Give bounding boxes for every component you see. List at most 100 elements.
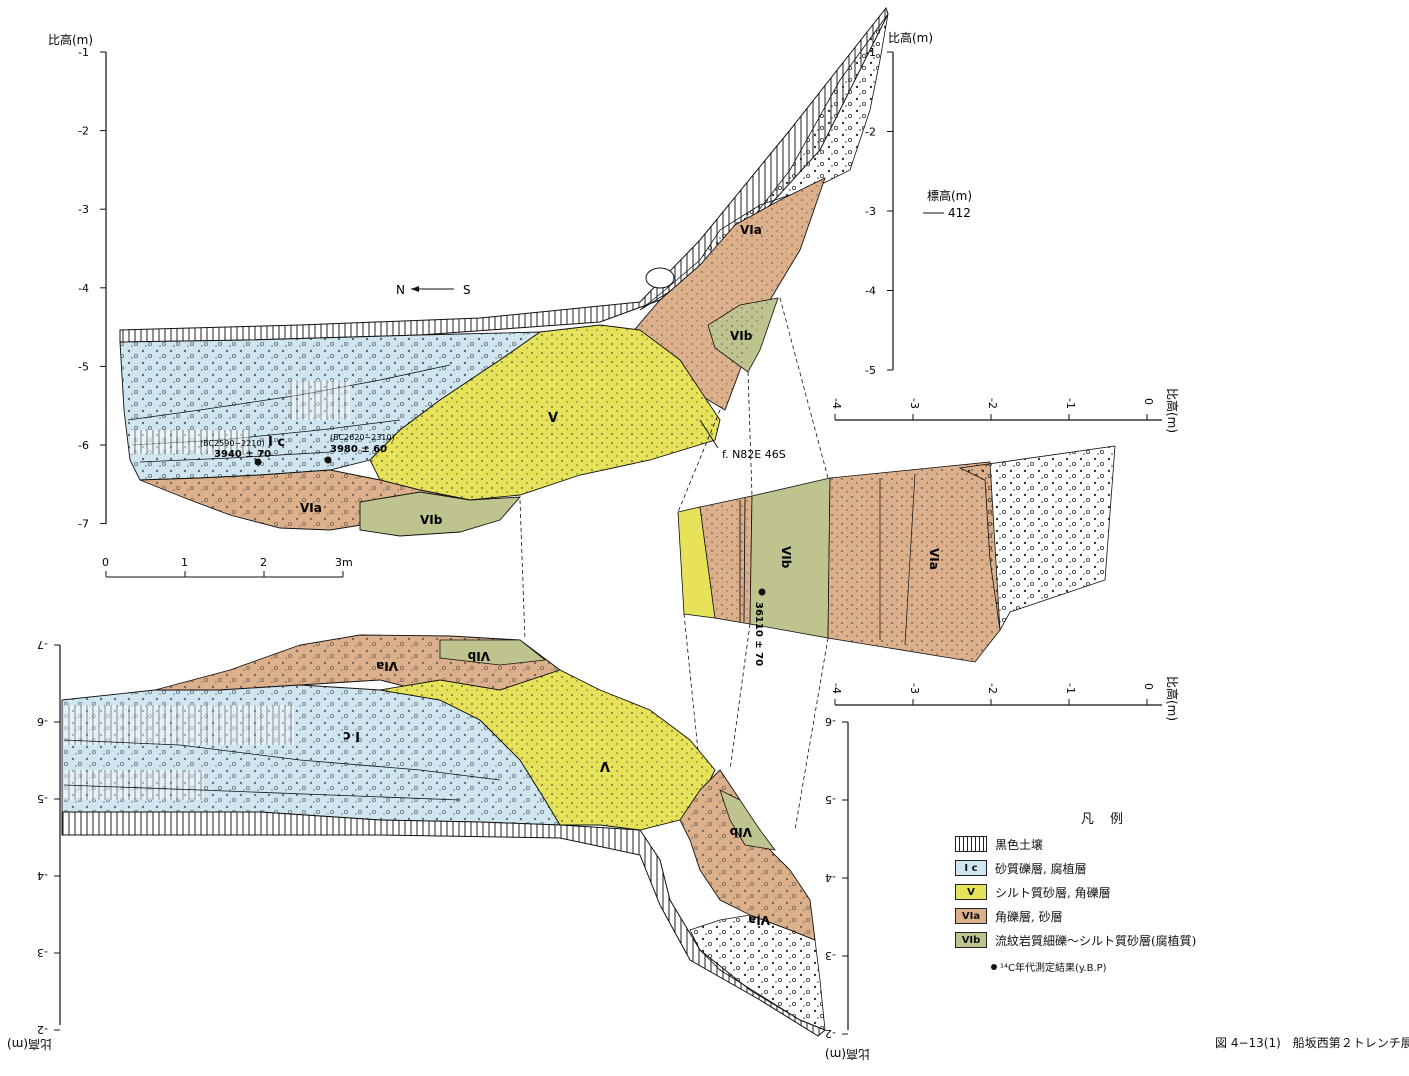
correspondence-lines [519, 297, 829, 831]
bottom-label-VIb-slope: VIb [729, 825, 752, 839]
top-label-VIb-slope: VIb [730, 329, 753, 343]
figure-caption: 図 4−13(1) 船坂西第２トレンチ展開図 [1215, 1036, 1409, 1050]
top-label-VIa-bottom: VIa [300, 501, 322, 515]
axis-tick-label: -3 [37, 946, 48, 959]
axis-tick-label: -7 [37, 638, 48, 651]
top-label-VIa-slope: VIa [740, 223, 762, 237]
bottom-section: 比高(m) 比高(m) I c V VIa VIb VIb VIa [7, 634, 870, 1062]
top-label-Ic: I c [268, 435, 285, 450]
legend-label: シルト質砂層, 角礫層 [995, 885, 1111, 900]
axis-tick-label: -4 [825, 871, 836, 884]
scale-bar: 0 1 2 3m [102, 556, 353, 578]
axis-tick-label: -3 [825, 949, 836, 962]
top-VIb-bottom [359, 491, 522, 537]
axis-tick-label: -2 [865, 126, 876, 139]
date-marker-2: (BC2620−2310) 3980 ± 60 [324, 433, 395, 464]
axis-tick-label: -1 [1064, 398, 1077, 409]
bottom-right-axis-title: 比高(m) [825, 1047, 870, 1062]
top-label-VIb-bottom: VIb [420, 513, 443, 527]
date-2-value: 3980 ± 60 [330, 444, 387, 455]
scale-3m: 3m [335, 556, 353, 569]
axis-ticks: -1 -2 -3 -4 -5 -6 -7 -1 -2 -3 -4 -5 -4 -3 -2 -1 0 -4 -3 -2 -… [37, 46, 1155, 1040]
date-dot-icon [991, 963, 997, 970]
axis-tick-label: -2 [78, 125, 89, 138]
orientation-south: S [463, 283, 471, 297]
axis-tick-label: -1 [78, 46, 89, 59]
legend-label: 黒色土壌 [995, 837, 1044, 852]
top-boulder [645, 267, 675, 289]
right-label-VIa: VIa [927, 548, 941, 570]
right-bottom-axis-title: 比高(m) [1165, 676, 1180, 721]
bottom-label-V: V [600, 758, 610, 773]
axis-tick-label: -3 [78, 203, 89, 216]
orientation-north: N [396, 283, 405, 297]
axis-tick-label: -1 [1064, 683, 1077, 694]
axis-tick-label: -2 [986, 398, 999, 409]
legend-item: VIb 流紋岩質細礫～シルト質砂層(腐植質) [955, 929, 1245, 951]
axis-tick-label: -4 [830, 398, 843, 409]
date-marker-1: (BC2590−2210) 3940 ± 70 [200, 439, 271, 466]
date-1-range: (BC2590−2210) [200, 439, 265, 448]
legend-note: ¹⁴C年代測定結果(y.B.P) [991, 959, 1245, 974]
bottom-left-axis-title: 比高(m) [7, 1037, 52, 1052]
top-right-axis-title: 比高(m) [888, 30, 933, 45]
axis-tick-label: -4 [830, 683, 843, 694]
bottom-VIb-top [439, 639, 547, 666]
bottom-VIb-slope [719, 789, 776, 851]
legend-swatch: VIb [955, 932, 987, 948]
axis-tick-label: 0 [1142, 683, 1155, 690]
bottom-label-Ic: I c [343, 728, 360, 743]
right-date-marker: 36110 ± 70 [753, 588, 766, 666]
legend-title: 凡 例 [1080, 812, 1130, 827]
axis-tick-label: -5 [825, 793, 836, 806]
legend-swatch: I c [955, 860, 987, 876]
right-label-VIb: VIb [779, 546, 793, 569]
legend-item: I c 砂質礫層, 腐植層 [955, 857, 1245, 879]
axis-tick-label: -6 [825, 715, 836, 728]
axis-tick-label: -4 [37, 869, 48, 882]
axis-tick-label: -5 [78, 360, 89, 373]
elevation-value: 412 [948, 206, 971, 220]
axis-tick-label: -2 [825, 1027, 836, 1040]
axis-tick-label: -5 [865, 364, 876, 377]
date-2-range: (BC2620−2310) [330, 433, 395, 442]
axis-tick-label: -2 [37, 1023, 48, 1036]
axis-tick-label: -4 [865, 285, 876, 298]
legend-swatch: V [955, 884, 987, 900]
orientation-arrow: N S [396, 283, 471, 297]
top-slope-gravel [639, 13, 889, 311]
axis-tick-label: -6 [78, 439, 89, 452]
scale-0: 0 [102, 556, 109, 569]
legend-label: 砂質礫層, 腐植層 [995, 861, 1087, 876]
legend-item: 黒色土壌 [955, 833, 1245, 855]
scale-2: 2 [260, 556, 267, 569]
axis-tick-label: -1 [865, 46, 876, 59]
right-top-axis-title: 比高(m) [1165, 388, 1180, 433]
top-left-axis: 比高(m) [48, 32, 107, 524]
fault-label: f. N82E 46S [699, 419, 786, 461]
top-label-V: V [548, 411, 558, 426]
axis-tick-label: -6 [37, 715, 48, 728]
legend-label: 流紋岩質細礫～シルト質砂層(腐植質) [995, 933, 1197, 948]
right-gravel-strip [958, 445, 1116, 632]
axis-tick-label: -3 [865, 205, 876, 218]
axis-tick-label: -3 [908, 398, 921, 409]
axis-tick-label: -5 [37, 792, 48, 805]
axis-tick-label: -7 [78, 518, 89, 531]
bottom-label-VIb-top: VIb [467, 649, 490, 663]
right-date-value: 36110 ± 70 [753, 602, 764, 666]
legend-label: 角礫層, 砂層 [995, 909, 1063, 924]
legend-note-text: ¹⁴C年代測定結果(y.B.P) [1000, 963, 1107, 974]
bottom-label-VIa-top: VIa [376, 659, 398, 673]
scale-1: 1 [181, 556, 188, 569]
top-section: 比高(m) 比高(m) 標高(m) 412 N S 0 1 [48, 6, 972, 578]
bottom-slope-gravel [689, 914, 826, 1031]
elevation-label: 標高(m) 412 [923, 188, 972, 220]
elevation-title: 標高(m) [927, 188, 972, 203]
axis-tick-label: -3 [908, 683, 921, 694]
top-left-axis-title: 比高(m) [48, 32, 93, 47]
axis-tick-label: 0 [1142, 398, 1155, 405]
right-section: 比高(m) 比高(m) VIb VIa 36110 ± 70 [677, 388, 1180, 721]
